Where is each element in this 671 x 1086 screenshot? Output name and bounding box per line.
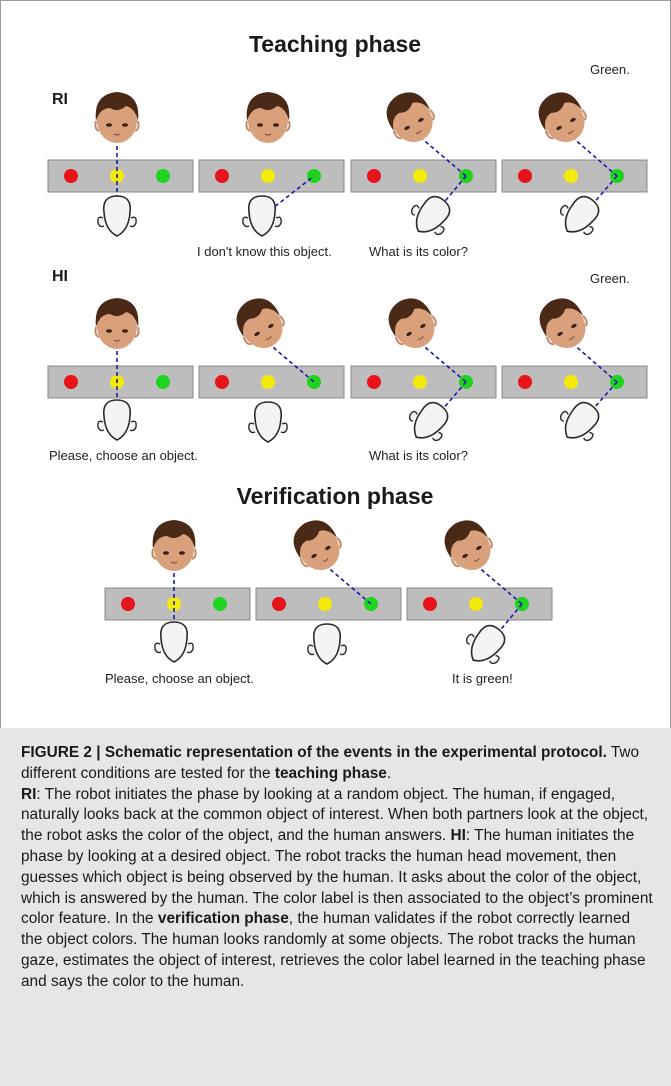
hi-panel-3: What is its color? xyxy=(350,289,497,463)
caption-period: . xyxy=(386,764,392,782)
caption-hi-text: : The human initiates the phase by looki… xyxy=(21,827,653,928)
ri-quote-2: What is its color? xyxy=(369,244,468,259)
ri-panel-3: What is its color? xyxy=(350,83,497,259)
ri-quote-1: I don't know this object. xyxy=(197,244,332,259)
ri-quote-3: Green. xyxy=(590,62,630,77)
caption-label: FIGURE 2 | Schematic representation of t… xyxy=(21,744,607,761)
hi-quote-3: Green. xyxy=(590,271,630,286)
hi-quote-2: What is its color? xyxy=(369,448,468,463)
figure-caption: FIGURE 2 | Schematic representation of t… xyxy=(21,743,653,993)
hi-panel-2 xyxy=(198,289,345,443)
ver-quote-1: Please, choose an object. xyxy=(105,671,254,686)
hi-label: HI xyxy=(52,268,68,285)
caption-ri-text: : The robot initiates the phase by looki… xyxy=(21,785,649,845)
ri-label: RI xyxy=(52,91,68,108)
verification-panel-3: It is green! xyxy=(406,511,553,686)
verification-panel-1: Please, choose an object. xyxy=(104,519,254,686)
caption-ri-label: RI xyxy=(21,785,37,803)
caption-hi-label: HI xyxy=(450,827,466,845)
ver-quote-2: It is green! xyxy=(452,671,513,686)
verification-panel-2 xyxy=(255,511,402,665)
ri-panel-4: Green. xyxy=(501,62,648,245)
ri-panel-2: I don't know this object. xyxy=(197,91,345,259)
caption-verification-bold: verification phase xyxy=(157,910,289,928)
ri-panel-1 xyxy=(47,91,194,237)
hi-quote-1: Please, choose an object. xyxy=(49,448,198,463)
teaching-phase-title: Teaching phase xyxy=(249,31,421,57)
caption-sentence-1: Two different conditions are tested for … xyxy=(21,744,640,782)
caption-box xyxy=(0,728,671,1086)
hi-panel-1: Please, choose an object. xyxy=(47,297,198,463)
figure-illustration: Teaching phase RI HI Verification phase … xyxy=(47,31,648,686)
hi-panel-4: Green. xyxy=(501,271,648,451)
verification-phase-title: Verification phase xyxy=(237,483,434,509)
caption-teaching-bold: teaching phase xyxy=(274,764,387,782)
caption-end-text: , the human validates if the robot corre… xyxy=(21,910,646,990)
